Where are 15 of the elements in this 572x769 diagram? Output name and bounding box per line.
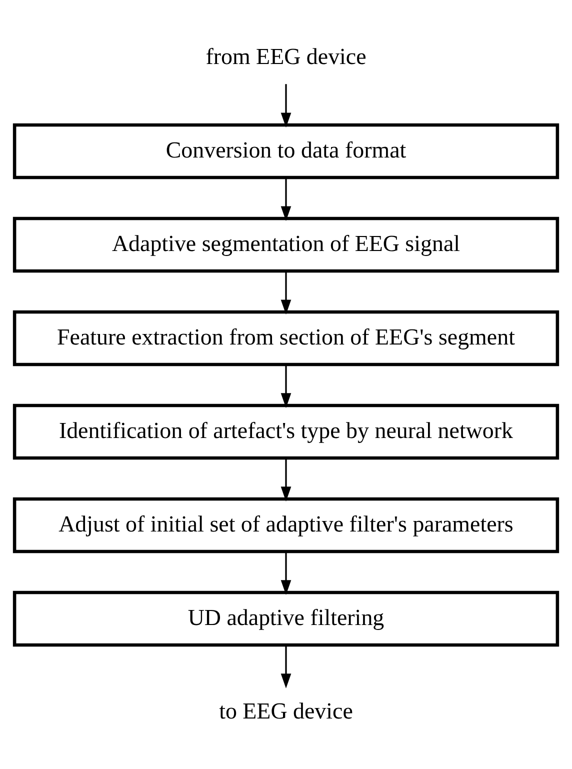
node-box: Feature extraction from section of EEG's segment	[12, 310, 560, 366]
node-box: Conversion to data format	[12, 122, 560, 179]
node-text: from EEG device	[206, 43, 366, 68]
node-box: Identification of artefact's type by neural network	[12, 403, 560, 460]
arrow	[280, 644, 292, 688]
node-box: Adaptive segmentation of EEG signal	[12, 216, 560, 272]
arrow	[280, 551, 292, 594]
arrow	[280, 458, 292, 501]
arrow	[280, 84, 292, 128]
arrow	[280, 177, 292, 220]
node-text: to EEG device	[219, 698, 353, 723]
arrow	[280, 364, 292, 408]
node-box: UD adaptive filtering	[12, 590, 560, 646]
node-box: Adjust of initial set of adaptive filter's parameters	[12, 496, 560, 553]
arrow	[280, 270, 292, 314]
